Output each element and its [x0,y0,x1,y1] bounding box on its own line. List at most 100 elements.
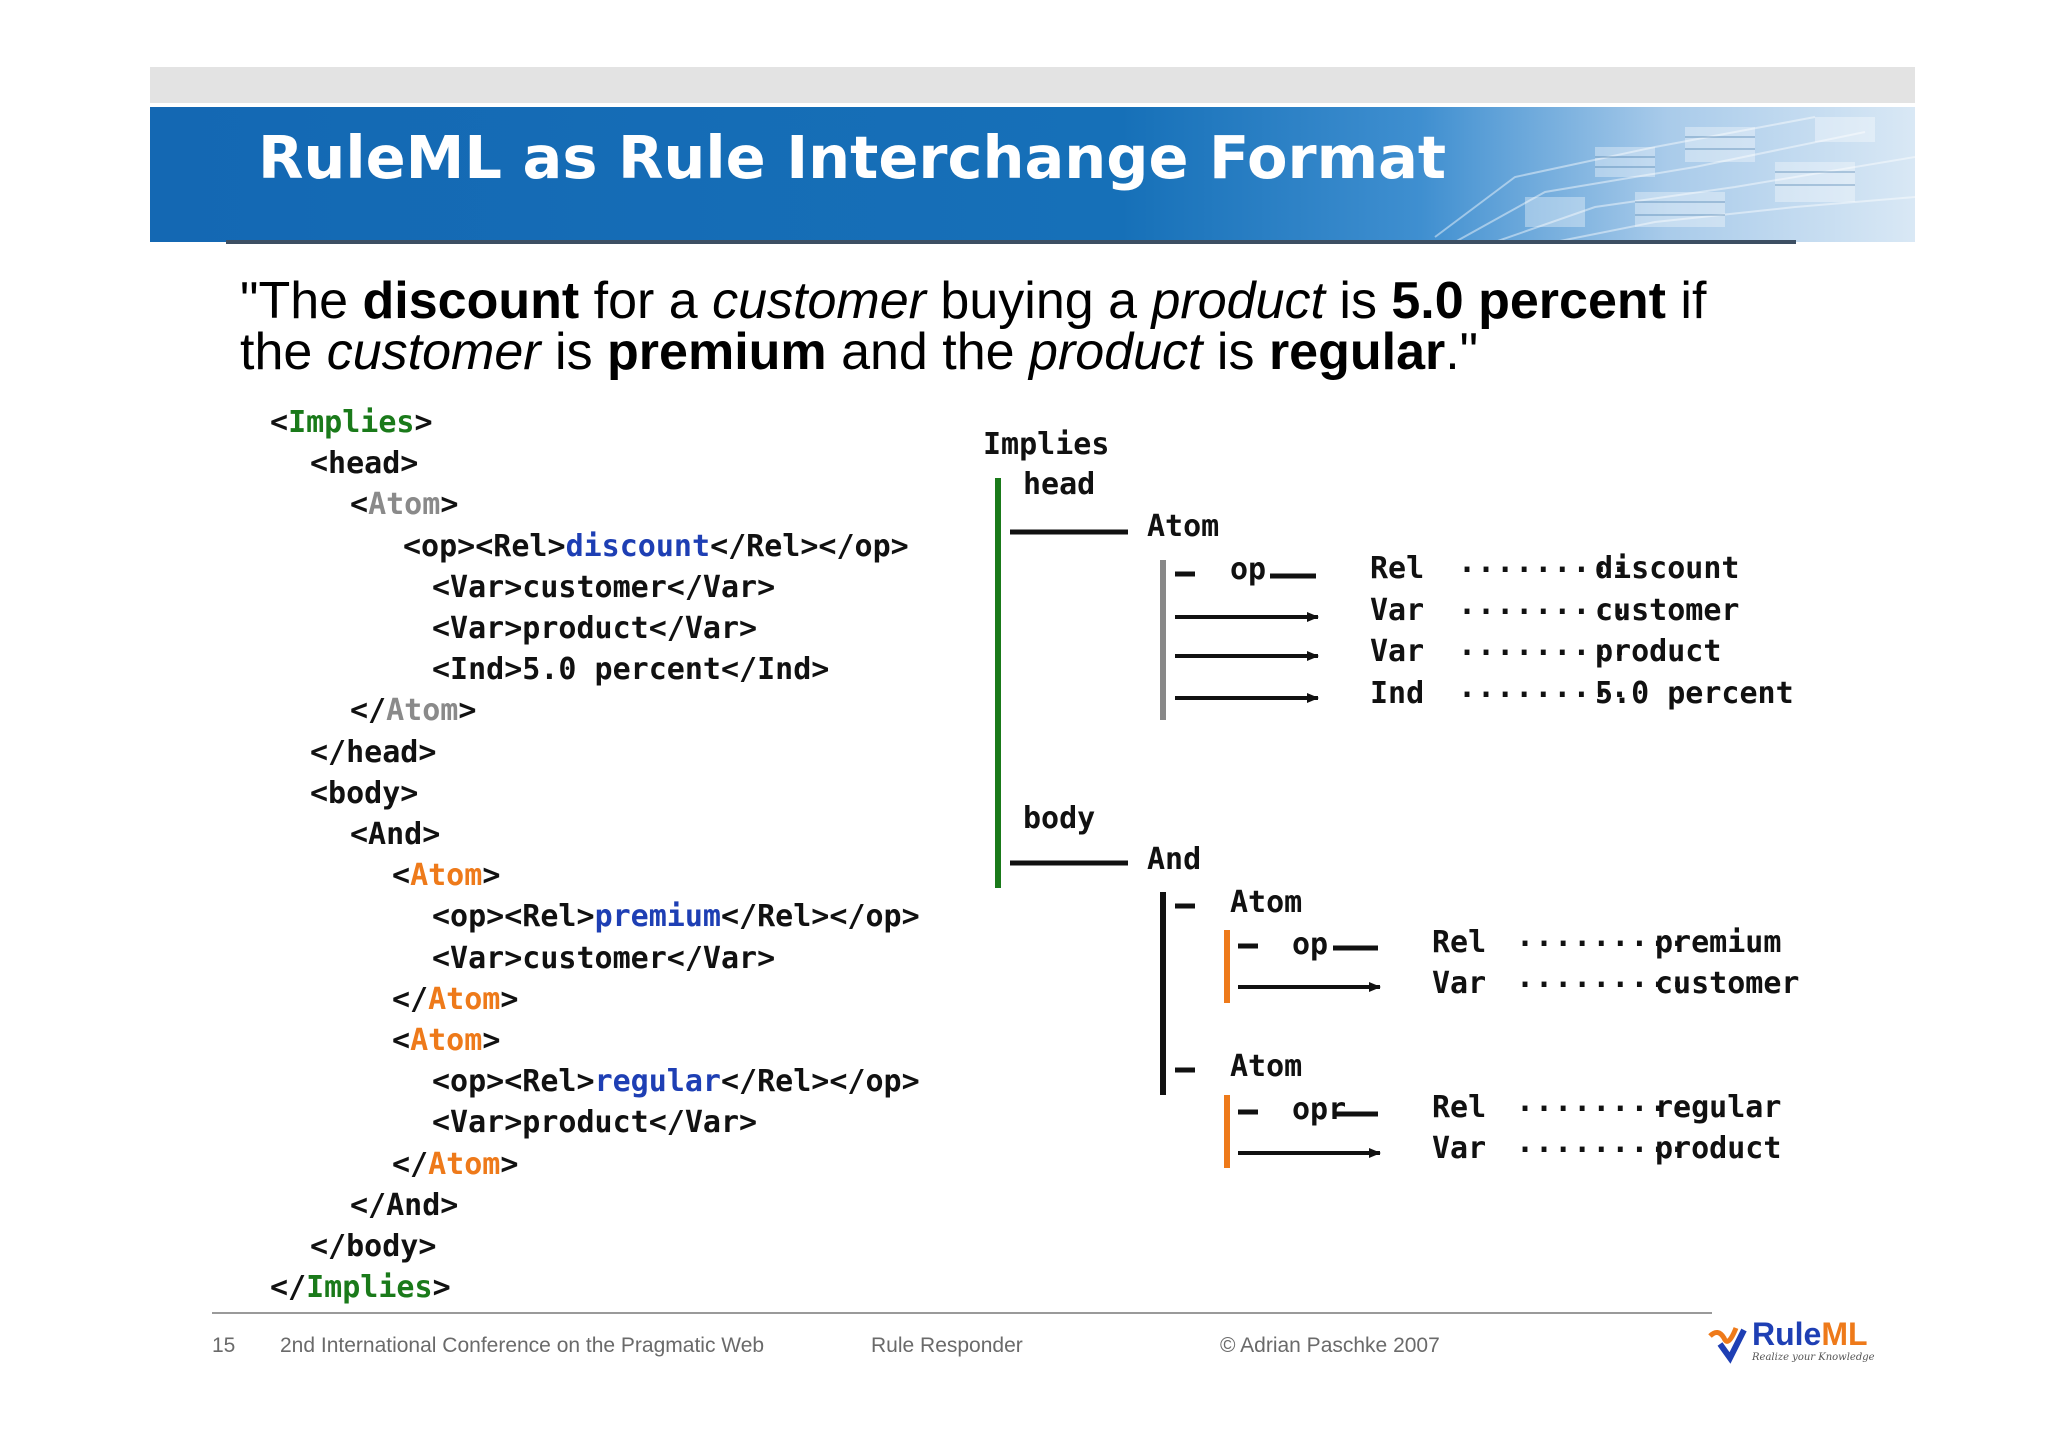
ruleml-logo-icon [1708,1327,1747,1364]
tree-row-dots: ......... [1516,1084,1688,1119]
tree-row-role: Rel [1370,551,1425,586]
xml-token: > [458,693,477,728]
rule-statement-segment: buying a [925,272,1152,330]
rule-statement-segment: if [1665,272,1707,330]
tree-atom1-label: Atom [1230,885,1303,920]
rule-statement-segment: is [1202,323,1269,381]
rule-statement-segment: regular [1268,323,1446,381]
xml-token: <op><Rel> [403,529,566,564]
xml-line: <head> [310,447,418,481]
tree-row-dots: ......... [1458,587,1630,622]
rule-statement-segment: for a [579,272,713,330]
xml-token: Implies [306,1270,433,1305]
xml-line: <Ind>5.0 percent</Ind> [432,653,829,687]
tree-head-op-label: op [1230,552,1267,587]
rule-statement: "The discount for a customer buying a pr… [240,275,1880,378]
xml-token: <Var>product</Var> [432,611,758,646]
xml-token: </Rel></op> [721,1064,920,1099]
xml-token: </ [270,1270,307,1305]
footer-conference: 2nd International Conference on the Prag… [280,1334,765,1357]
rule-statement-segment: and the [826,323,1030,381]
footer-page-number: 15 [212,1334,236,1357]
xml-token: </Rel></op> [721,899,920,934]
xml-token: < [392,858,411,893]
xml-token: Atom [386,693,459,728]
xml-token: <op><Rel> [432,899,595,934]
rule-statement-segment: customer [326,323,541,381]
xml-line: </Atom> [392,983,518,1017]
banner-underline [226,240,1796,244]
xml-line: <Atom> [392,859,500,893]
xml-token: > [482,1023,501,1058]
xml-token: > [482,858,501,893]
xml-line: <op><Rel>discount</Rel></op> [403,530,909,564]
xml-token: < [350,487,369,522]
xml-line: <Var>customer</Var> [432,571,775,605]
xml-token: </ [350,693,387,728]
rule-statement-segment: the [240,323,327,381]
circuit-board-decoration-icon [1434,116,1915,242]
xml-line: <Atom> [350,488,458,522]
ruleml-logo-text: RuleML [1752,1316,1868,1352]
tree-row-value: regular [1655,1090,1782,1125]
xml-token: <head> [310,446,419,481]
xml-line: </Atom> [392,1148,518,1182]
xml-token: <Var>customer</Var> [432,570,776,605]
tree-row-role: Rel [1432,925,1487,960]
tree-row-role: Rel [1432,1090,1487,1125]
tree-body-label: body [1023,801,1096,836]
tree-row-value: 5.0 percent [1595,676,1794,711]
xml-token: Implies [288,405,415,440]
xml-line: </body> [310,1230,436,1264]
xml-token: > [500,1147,519,1182]
tree-atom2-op-label: opr [1292,1092,1347,1127]
tree-row-role: Ind [1370,676,1425,711]
tree-row-dots: ......... [1516,960,1688,995]
rule-statement-segment: premium [607,323,827,381]
xml-token: > [500,982,519,1017]
xml-line: <Var>product</Var> [432,1106,757,1140]
tree-implies-label: Implies [983,427,1110,462]
tree-row-value: discount [1595,551,1740,586]
xml-token: </head> [310,735,437,770]
tree-row-dots: ......... [1458,545,1630,580]
xml-token: </ [392,1147,429,1182]
footer-topic: Rule Responder [871,1334,1023,1357]
xml-token: discount [565,529,711,564]
slide-title: RuleML as Rule Interchange Format [258,123,1447,192]
xml-token: </Rel></op> [710,529,909,564]
tree-and-label: And [1147,842,1202,877]
tree-row-value: premium [1655,925,1782,960]
footer-divider [212,1312,1712,1314]
xml-line: </And> [350,1189,458,1223]
xml-token: > [414,405,433,440]
rule-statement-line-2: the customer is premium and the product … [240,326,1880,378]
tree-head-atom-label: Atom [1147,509,1220,544]
xml-token: > [432,1270,451,1305]
tree-row-value: product [1595,634,1722,669]
footer-copyright: © Adrian Paschke 2007 [1220,1334,1440,1357]
xml-line: <Atom> [392,1024,500,1058]
tree-row-value: customer [1595,593,1740,628]
xml-token: Atom [428,982,501,1017]
xml-line: <Var>customer</Var> [432,942,775,976]
xml-line: <body> [310,777,418,811]
xml-line: </Implies> [270,1271,451,1305]
xml-line: <op><Rel>premium</Rel></op> [432,900,920,934]
xml-token: premium [594,899,721,934]
tree-row-role: Var [1370,593,1425,628]
rule-statement-segment: customer [712,272,926,330]
xml-token: regular [594,1064,721,1099]
xml-token: <And> [350,817,441,852]
xml-line: </Atom> [350,694,476,728]
rule-statement-segment: discount [362,272,580,330]
xml-line: <op><Rel>regular</Rel></op> [432,1065,920,1099]
xml-token: <Var>customer</Var> [432,941,776,976]
xml-token: <op><Rel> [432,1064,595,1099]
tree-row-dots: ......... [1516,919,1688,954]
ruleml-logo-tagline: Realize your Knowledge [1752,1352,1875,1363]
rule-statement-segment: ." [1445,323,1479,381]
tree-row-role: Var [1432,1131,1487,1166]
rule-statement-segment: 5.0 percent [1391,272,1666,330]
